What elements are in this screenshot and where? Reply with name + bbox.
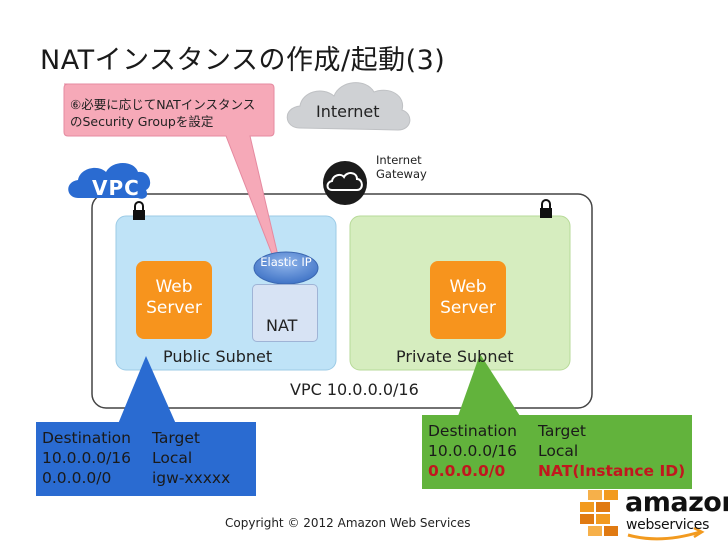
internet-gateway-label: Internet Gateway [376,153,427,181]
internet-label: Internet [316,102,380,121]
route-target: Local [152,449,193,467]
route-destination: 0.0.0.0/0 [428,462,506,480]
nat-label: NAT [266,316,298,335]
public-subnet-lock-icon [133,201,145,220]
public-subnet-label: Public Subnet [163,347,273,366]
route-table-header: Destination Target [428,421,692,441]
page-title: NATインスタンスの作成/起動(3) [40,45,446,76]
nat-instance [252,284,318,342]
route-destination: 10.0.0.0/16 [42,449,132,467]
internet-gateway-icon [323,161,367,205]
private-web-server: Web Server [430,261,506,339]
route-destination: 0.0.0.0/0 [42,469,112,487]
vpc-cloud-icon [68,163,151,199]
vpc-tag-label: VPC [92,176,140,200]
elastic-ip-label: Elastic IP [260,255,312,269]
destination-header: Destination [42,429,131,447]
internet-cloud-icon [286,82,411,131]
private-route-pointer [458,354,520,416]
public-web-server-label: Web Server [146,277,202,318]
callout-text: ⑥必要に応じてNATインスタンスのSecurity Groupを設定 [70,97,256,129]
route-row: 10.0.0.0/16 Local [42,448,256,468]
target-header: Target [152,429,200,447]
route-destination: 10.0.0.0/16 [428,442,518,460]
route-target: Local [538,442,579,460]
route-row-highlighted: 0.0.0.0/0 NAT(Instance ID) [428,461,692,481]
route-target: igw-xxxxx [152,469,231,487]
destination-header: Destination [428,422,517,440]
vpc-cidr-label: VPC 10.0.0.0/16 [290,380,419,399]
route-target: NAT(Instance ID) [538,462,686,480]
public-web-server: Web Server [136,261,212,339]
aws-logo-amazon-text: amazon [625,487,728,518]
route-row: 0.0.0.0/0 igw-xxxxx [42,468,256,488]
public-route-pointer [118,356,176,424]
target-header: Target [538,422,586,440]
route-row: 10.0.0.0/16 Local [428,441,692,461]
private-route-table: Destination Target 10.0.0.0/16 Local 0.0… [422,415,692,489]
private-web-server-label: Web Server [440,277,496,318]
private-subnet-lock-icon [540,199,552,218]
route-table-header: Destination Target [42,428,256,448]
public-route-table: Destination Target 10.0.0.0/16 Local 0.0… [36,422,256,496]
copyright-text: Copyright © 2012 Amazon Web Services [225,516,471,530]
aws-logo-webservices-text: webservices [626,517,710,533]
private-subnet-label: Private Subnet [396,347,514,366]
